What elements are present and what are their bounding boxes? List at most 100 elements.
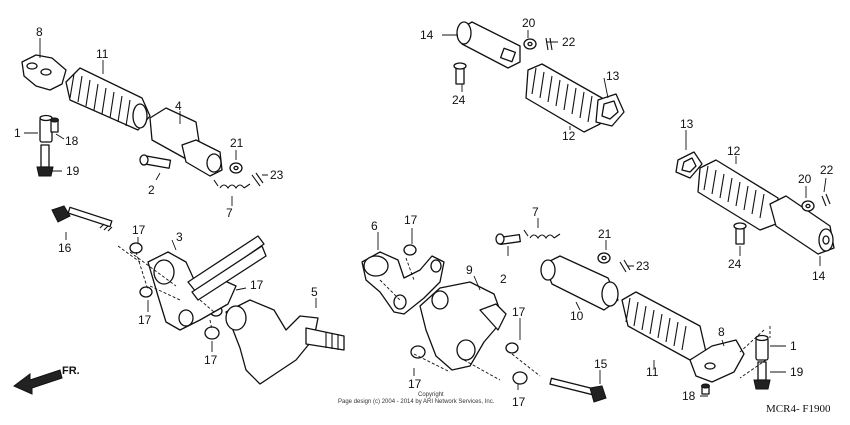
part-22-top-cotter-pin	[545, 37, 553, 51]
callout-1-middle: 1	[790, 339, 797, 353]
callout-17-a: 17	[132, 223, 146, 237]
callout-13-top: 13	[606, 69, 620, 83]
callout-22-top: 22	[562, 35, 576, 49]
callout-10: 10	[570, 309, 584, 323]
front-direction-arrow: FR.	[13, 365, 80, 395]
assembly-guide-lines-middle-right	[739, 326, 771, 379]
callout-19-middle: 19	[790, 365, 804, 379]
leader-lines-left	[24, 38, 317, 352]
part-6-bracket	[361, 251, 445, 315]
part-12-right-rubber	[697, 159, 779, 231]
callout-17-e: 17	[404, 213, 418, 227]
callout-2-left: 2	[148, 183, 155, 197]
assembly-guide-lines-left	[117, 245, 215, 331]
part-7-middle-spring	[523, 229, 561, 239]
callout-1-left: 1	[14, 126, 21, 140]
callout-24-top: 24	[452, 93, 466, 107]
callout-17-d: 17	[204, 353, 218, 367]
part-17-washer-g	[410, 345, 426, 359]
callout-24-right: 24	[728, 257, 742, 271]
leader-lines-right	[685, 130, 827, 266]
callout-18-middle: 18	[682, 389, 696, 403]
part-21-middle-washer	[597, 252, 611, 264]
part-7-left-spring	[213, 179, 251, 189]
callout-7-left: 7	[226, 206, 233, 220]
callout-19-left: 19	[66, 164, 80, 178]
front-direction-label: FR.	[62, 365, 80, 377]
part-17-washer-h	[512, 371, 528, 385]
callout-14-right: 14	[812, 269, 826, 283]
part-5-left-step-arm	[225, 299, 345, 385]
callout-17-f: 17	[512, 305, 526, 319]
callout-22-right: 22	[820, 163, 834, 177]
part-19-left-bolt	[36, 144, 54, 177]
part-19-middle-bolt	[753, 361, 771, 390]
part-15-long-bolt	[549, 377, 607, 403]
callout-5: 5	[311, 285, 318, 299]
callout-16: 16	[58, 241, 72, 255]
assembly-guide-lines-middle	[379, 257, 541, 381]
part-23-left-cotter-pin	[251, 172, 264, 187]
callout-23-left: 23	[270, 168, 284, 182]
part-12-top-rubber	[525, 63, 603, 133]
part-20-top-washer	[523, 38, 537, 50]
callout-17-c: 17	[138, 313, 152, 327]
callout-8-left: 8	[36, 25, 43, 39]
part-24-right-pin	[733, 222, 747, 245]
part-10-step-bar	[540, 255, 619, 311]
callout-20-right: 20	[798, 172, 812, 186]
part-16-long-bolt	[51, 205, 113, 232]
part-23-middle-cotter-pin	[619, 259, 631, 273]
callout-13-right: 13	[680, 117, 694, 131]
callout-18-left: 18	[65, 134, 79, 148]
part-13-right-collar	[675, 151, 703, 179]
part-11-middle-rubber	[621, 291, 707, 361]
callout-23-middle: 23	[636, 259, 650, 273]
part-20-right-washer	[801, 200, 815, 212]
callout-14-top: 14	[420, 28, 434, 42]
part-24-top-pin	[453, 62, 467, 85]
part-11-left-rubber	[65, 67, 151, 131]
callout-2-middle: 2	[500, 272, 507, 286]
part-18-middle-bolt	[701, 383, 710, 395]
copyright-line-2: Page design (c) 2004 - 2014 by ARI Netwo…	[338, 399, 495, 405]
part-1-middle-collar	[755, 334, 769, 361]
part-2-left-pin	[139, 154, 172, 169]
callout-21-middle: 21	[598, 227, 612, 241]
part-17-washer-e	[403, 244, 417, 256]
part-2-middle-pin	[495, 233, 521, 246]
part-8-left-bracket	[21, 54, 67, 91]
callout-7-middle: 7	[532, 205, 539, 219]
callout-11-middle: 11	[646, 365, 659, 379]
part-18-left-bolt	[50, 117, 59, 133]
callout-15: 15	[594, 357, 608, 371]
callout-4-left: 4	[175, 99, 182, 113]
part-17-washer-f	[505, 342, 519, 354]
callout-3: 3	[176, 230, 183, 244]
part-4-left-step-bar	[149, 107, 223, 177]
callout-21-left: 21	[230, 136, 244, 150]
part-14-top-step-bar	[456, 21, 521, 69]
callout-17-g: 17	[408, 377, 422, 391]
leader-lines-middle	[377, 218, 786, 397]
part-9-holder	[419, 281, 507, 371]
part-17-washer-a	[129, 242, 143, 254]
callout-12-top: 12	[562, 129, 576, 143]
callout-8-middle: 8	[718, 325, 725, 339]
diagram-code: MCR4- F1900	[766, 403, 831, 415]
copyright-line-1: Copyright	[418, 392, 444, 398]
part-13-top-collar	[595, 93, 625, 127]
part-17-washer-c	[204, 326, 220, 340]
part-14-right-step-bar	[769, 195, 835, 255]
leader-lines-top	[442, 30, 609, 130]
part-3-left-holder	[147, 235, 267, 331]
callout-20-top: 20	[522, 16, 536, 30]
part-17-washer-b	[139, 286, 153, 298]
callout-17-h: 17	[512, 395, 526, 409]
callout-12-right: 12	[727, 144, 741, 158]
part-8-middle-bracket	[689, 339, 745, 383]
part-22-right-cotter-pin	[821, 193, 831, 207]
callout-17-b: 17	[250, 278, 264, 292]
part-21-left-washer	[229, 162, 243, 174]
